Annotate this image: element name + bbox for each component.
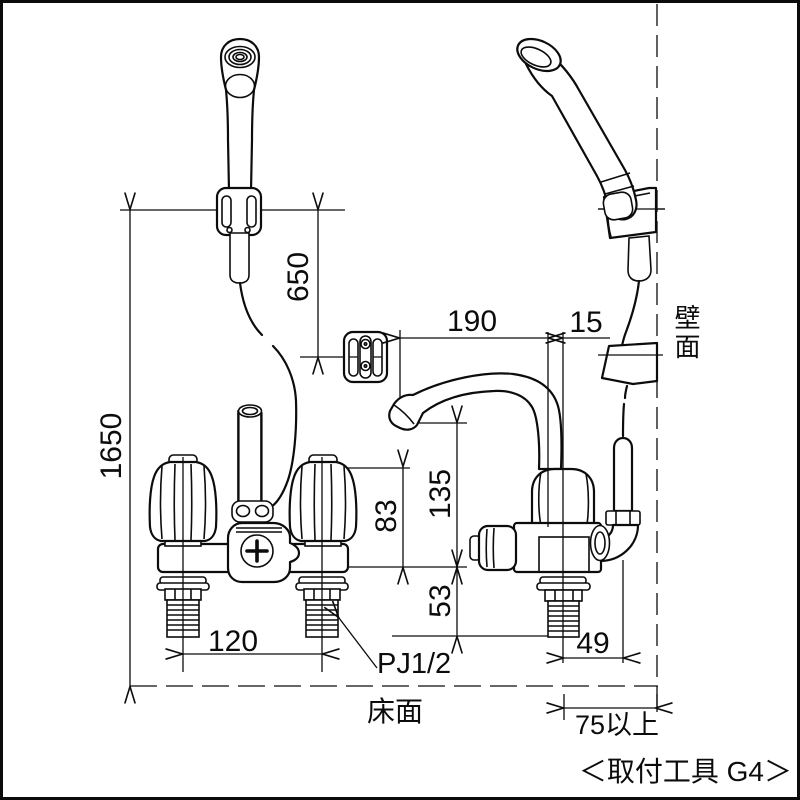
hose-connector-front: [229, 232, 250, 284]
dim-190: 190: [447, 305, 497, 338]
floor-label: 床面: [367, 696, 423, 727]
wall-hook-front: [342, 330, 389, 384]
shower-head-side: [516, 37, 638, 221]
faucet-front: [148, 404, 358, 638]
dimension-labels: 1650 650 190 15 135 83 53 120 49 75以上 PJ…: [95, 252, 792, 787]
dim-75-min: 75以上: [575, 710, 659, 740]
dim-1650: 1650: [95, 413, 128, 480]
spout-side: [388, 372, 563, 471]
body-side: [512, 521, 603, 574]
right-handle: [288, 453, 358, 548]
wall-label: 壁面: [671, 304, 701, 362]
shower-holder-front: [215, 186, 263, 284]
dimension-lines: [130, 210, 655, 708]
wall-bracket-lower-side: [600, 341, 659, 386]
side-knob: [477, 524, 518, 572]
spout-tip-seam: [393, 404, 415, 425]
thread-label: PJ1/2: [377, 648, 451, 680]
dim-15: 15: [569, 306, 602, 339]
thread-leader: [339, 618, 378, 669]
outlet-flange: [589, 524, 611, 562]
hose-connector-side: [627, 235, 652, 282]
handle-end-cap: [602, 191, 634, 221]
dim-83: 83: [370, 499, 403, 532]
hose-pipe-side: [612, 436, 634, 513]
shower-hose-side: [620, 279, 641, 438]
dim-120: 120: [208, 625, 258, 658]
centerlines: [182, 332, 624, 672]
diverter-plate: [231, 500, 274, 523]
pipe-nut: [605, 510, 641, 526]
side-view: [388, 37, 665, 638]
dim-135: 135: [424, 469, 457, 519]
shower-head-front: [219, 37, 261, 193]
tool-note: ＜取付工具 G4＞: [579, 756, 792, 787]
faucet-side: [469, 436, 641, 638]
dim-53: 53: [424, 584, 457, 617]
dim-49: 49: [576, 627, 609, 660]
front-view: [148, 37, 389, 638]
shower-hose-front: [238, 281, 298, 509]
dim-650: 650: [282, 252, 315, 302]
